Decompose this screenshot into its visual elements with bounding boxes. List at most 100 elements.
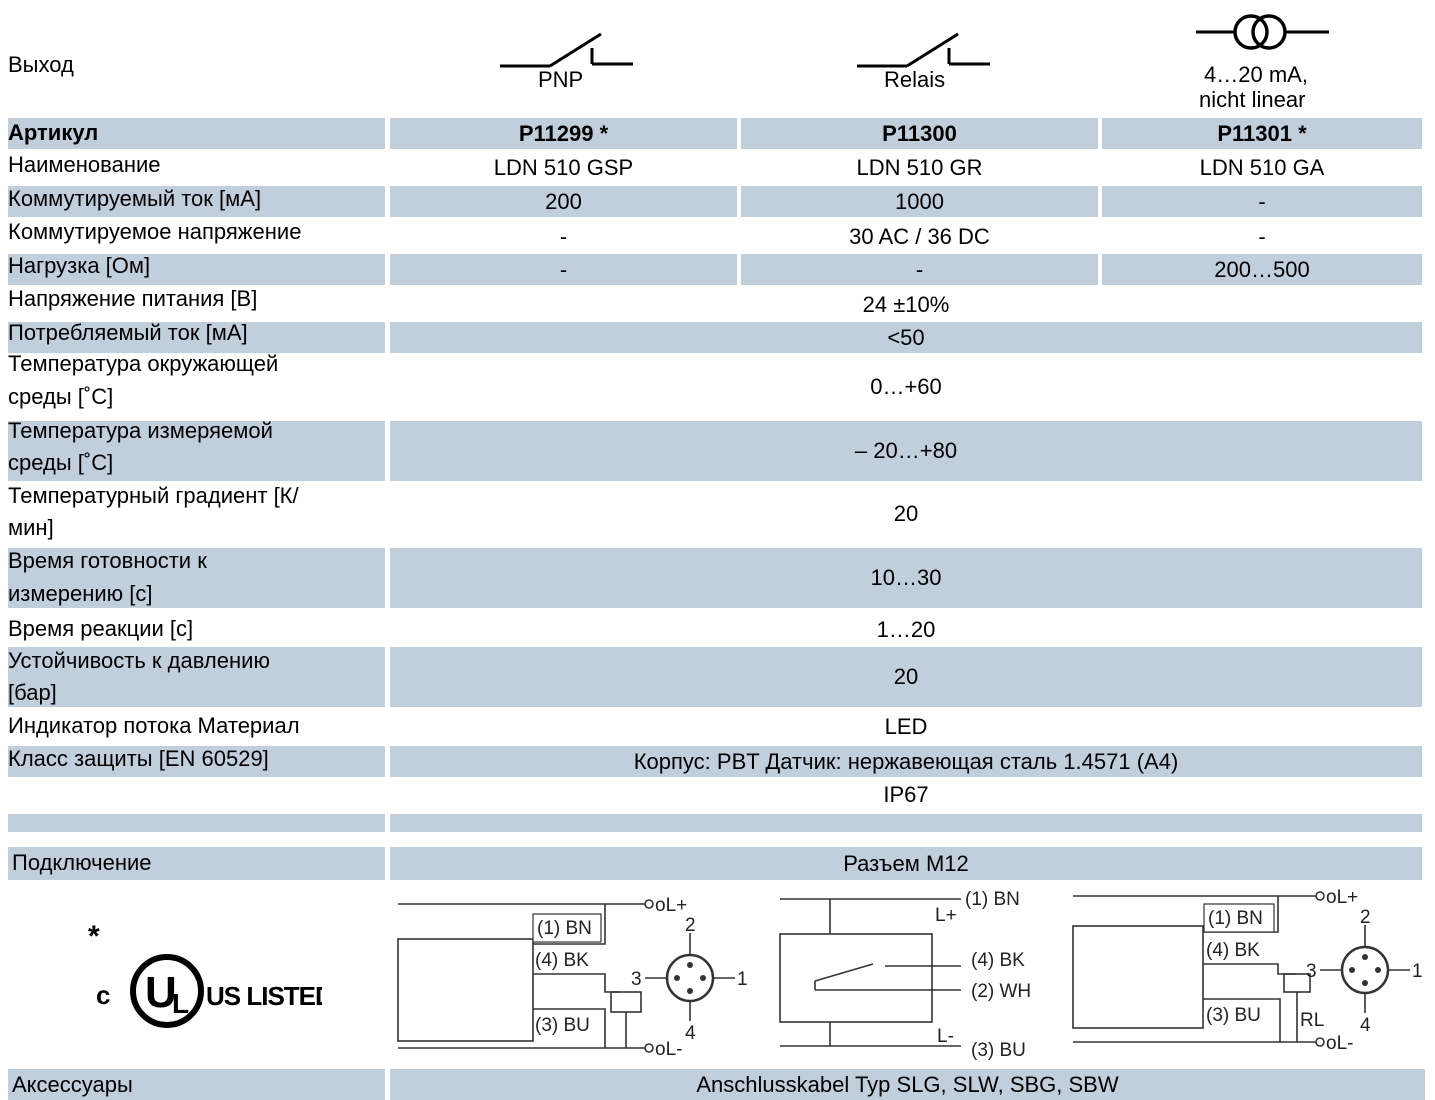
connection-label: Подключение [12, 850, 152, 875]
switch-voltage-label: Коммутируемое напряжение [8, 219, 302, 244]
row-band [1102, 254, 1422, 285]
d2-lminus: L- [937, 1026, 954, 1047]
pressure-label-2: [бар] [8, 680, 57, 705]
load-col3: 200…500 [1214, 256, 1310, 282]
d2-lplus: L+ [935, 905, 957, 926]
row-band [390, 847, 1422, 880]
article-label: Артикул [8, 120, 99, 145]
ready-time-label-2: измерению [с] [8, 581, 153, 606]
svg-text:L: L [172, 988, 189, 1019]
response-time-label: Время реакции [с] [8, 616, 194, 641]
row-band [8, 118, 385, 149]
temp-gradient-label-1: Температурный градиент [К/ [8, 483, 299, 508]
accessories-label: Аксессуары [12, 1072, 133, 1097]
name-label: Наименование [8, 152, 161, 177]
switch-current-col3: - [1258, 188, 1266, 214]
d1-bn: (1) BN [537, 918, 592, 939]
d3-lplus: oL+ [1326, 887, 1358, 908]
row-band [390, 647, 1422, 707]
name-col1: LDN 510 GSP [493, 154, 634, 180]
protection-class-value: Корпус: PBT Датчик: нержавеющая сталь 1.… [633, 748, 1179, 774]
row-band [390, 421, 1422, 481]
d3-bk: (4) BK [1206, 940, 1260, 961]
ip-rating-value: IP67 [883, 781, 929, 807]
ambient-temp-value: 0…+60 [870, 374, 942, 399]
ambient-temp-label-1: Температура окружающей [8, 351, 279, 376]
row-band [390, 1069, 1425, 1100]
row-band [8, 814, 385, 832]
row-band [390, 186, 737, 217]
wiring-diagram-pnp: oL+ (1) BN (4) BK (3) BU oL- 2 3 1 4 [397, 895, 748, 1060]
d3-pin4: 4 [1360, 1015, 1371, 1036]
switch-voltage-col1: - [559, 223, 568, 249]
d2-bk: (4) BK [971, 950, 1025, 971]
d2-wh: (2) WH [971, 981, 1031, 1002]
row-band [741, 186, 1098, 217]
article-col3: P11301 * [1217, 120, 1307, 146]
svg-text:*: * [88, 920, 100, 953]
d2-bu: (3) BU [971, 1040, 1026, 1061]
row-band [8, 847, 385, 880]
row-band [8, 186, 385, 217]
load-col1: - [559, 256, 568, 282]
relais-label: Relais [884, 67, 946, 92]
switch-current-col1: 200 [545, 188, 582, 214]
row-band [390, 548, 1422, 608]
supply-voltage-label: Напряжение питания [В] [8, 286, 258, 311]
d3-lminus: oL- [1326, 1033, 1353, 1054]
d2-bn: (1) BN [965, 889, 1020, 910]
wiring-diagram-current: oL+ (1) BN (4) BK (3) BU RL oL- 2 3 1 4 [1072, 887, 1423, 1054]
pnp-switch-icon [500, 32, 633, 68]
ready-time-value: 10…30 [870, 565, 942, 590]
d3-bn: (1) BN [1208, 908, 1263, 929]
load-col2: - [915, 256, 924, 282]
svg-text:US LISTED: US LISTED [206, 981, 322, 1011]
row-band [8, 548, 385, 608]
pressure-label-1: Устойчивость к давлению [8, 648, 270, 673]
d1-pin4: 4 [685, 1023, 696, 1044]
ready-time-label-1: Время готовности к [8, 548, 207, 573]
row-band [1102, 186, 1422, 217]
response-time-value: 1…20 [876, 616, 936, 642]
pressure-value: 20 [893, 664, 919, 689]
row-band [8, 1069, 385, 1100]
d3-rl: RL [1300, 1010, 1324, 1031]
d1-bk: (4) BK [535, 950, 589, 971]
name-col3: LDN 510 GA [1199, 154, 1325, 180]
medium-temp-label-1: Температура измеряемой [8, 418, 273, 443]
d1-pin3: 3 [631, 969, 642, 990]
row-band [1102, 118, 1422, 149]
d1-lminus: oL- [655, 1039, 682, 1060]
row-band [8, 322, 385, 353]
switch-current-label: Коммутируемый ток [мА] [8, 186, 262, 211]
row-band [390, 322, 1422, 353]
row-band [390, 118, 737, 149]
d3-bu: (3) BU [1206, 1005, 1261, 1026]
temp-gradient-value: 20 [893, 501, 919, 526]
current-consumption-label: Потребляемый ток [мА] [8, 320, 248, 345]
ul-listed-logo: * c U L US LISTED [88, 920, 322, 1028]
row-band [8, 746, 385, 777]
d3-pin2: 2 [1360, 907, 1371, 928]
row-band [390, 254, 737, 285]
flow-indicator-value: LED [884, 713, 928, 739]
d1-lplus: oL+ [655, 895, 687, 916]
switch-current-col2: 1000 [895, 188, 944, 214]
current-consumption-value: <50 [887, 324, 925, 350]
row-band [8, 647, 385, 707]
medium-temp-label-2: среды [˚C] [8, 450, 114, 475]
ambient-temp-label-2: среды [˚C] [8, 384, 114, 409]
output-label: Выход [8, 52, 74, 77]
temp-gradient-label-2: мин] [8, 515, 54, 540]
switch-voltage-col3: - [1258, 223, 1266, 249]
row-band [390, 814, 1422, 832]
wiring-diagram-relay: (1) BN L+ (4) BK (2) WH L- (3) BU [779, 889, 1031, 1061]
row-band [741, 254, 1098, 285]
relay-switch-icon [857, 32, 990, 68]
current-output-label-1: 4…20 mA, [1204, 62, 1308, 87]
article-col1: P11299 * [518, 120, 609, 146]
protection-class-label: Класс защиты [EN 60529] [8, 746, 269, 771]
pnp-label: PNP [538, 67, 584, 92]
accessories-value: Anschlusskabel Typ SLG, SLW, SBG, SBW [696, 1071, 1119, 1097]
row-band [8, 254, 385, 285]
